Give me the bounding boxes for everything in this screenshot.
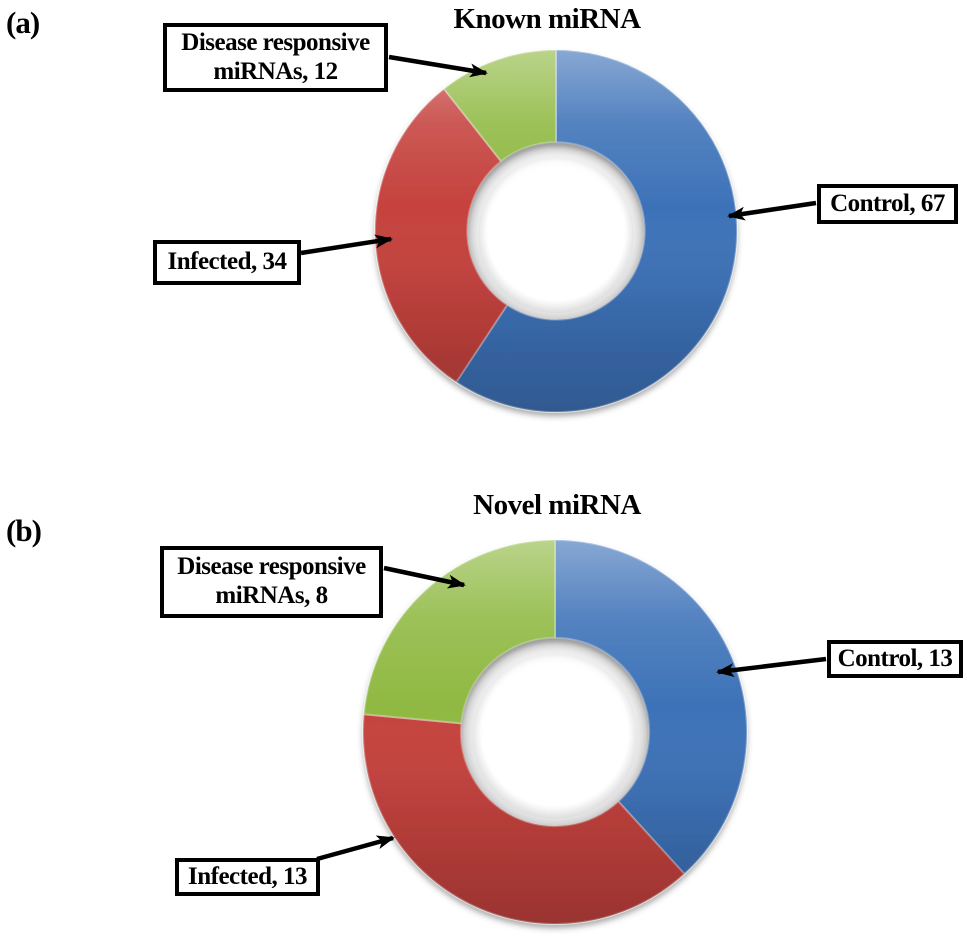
callout-arrow xyxy=(316,835,395,862)
callout-control-b: Control, 13 xyxy=(827,640,963,678)
callout-disease-responsive-a: Disease responsive miRNAs, 12 xyxy=(163,23,388,92)
callout-disease-responsive-b: Disease responsive miRNAs, 8 xyxy=(160,546,383,618)
callout-line: Infected, 34 xyxy=(167,248,287,276)
callout-line: Control, 67 xyxy=(830,189,945,217)
callout-arrow xyxy=(388,54,488,78)
callout-line: Disease responsive xyxy=(177,553,366,581)
callout-arrow xyxy=(727,200,817,221)
callout-infected-b: Infected, 13 xyxy=(175,858,320,896)
donut-known-mirna xyxy=(374,49,738,413)
donut-novel-mirna xyxy=(362,539,748,925)
callout-arrow xyxy=(383,565,466,589)
callout-infected-a: Infected, 34 xyxy=(153,240,301,285)
panel-label-a: (a) xyxy=(6,5,40,40)
callout-arrow xyxy=(716,656,827,678)
callout-line: Disease responsive xyxy=(181,28,370,56)
donut-inner-rim-shadow xyxy=(460,637,650,827)
callout-line: Infected, 13 xyxy=(188,862,307,890)
donut-gloss-overlay xyxy=(362,540,747,924)
donut-inner-rim-shadow xyxy=(467,142,645,320)
callout-line: miRNAs, 8 xyxy=(215,582,328,609)
chart-title-known-mirna: Known miRNA xyxy=(453,3,641,35)
panel-label-b: (b) xyxy=(6,513,42,548)
callout-arrow xyxy=(300,234,393,256)
callout-line: Control, 13 xyxy=(837,644,953,672)
chart-title-novel-mirna: Novel miRNA xyxy=(473,489,641,521)
donut-gloss-overlay xyxy=(374,50,737,413)
callout-control-a: Control, 67 xyxy=(817,184,958,224)
callout-line: miRNAs, 12 xyxy=(213,57,338,85)
